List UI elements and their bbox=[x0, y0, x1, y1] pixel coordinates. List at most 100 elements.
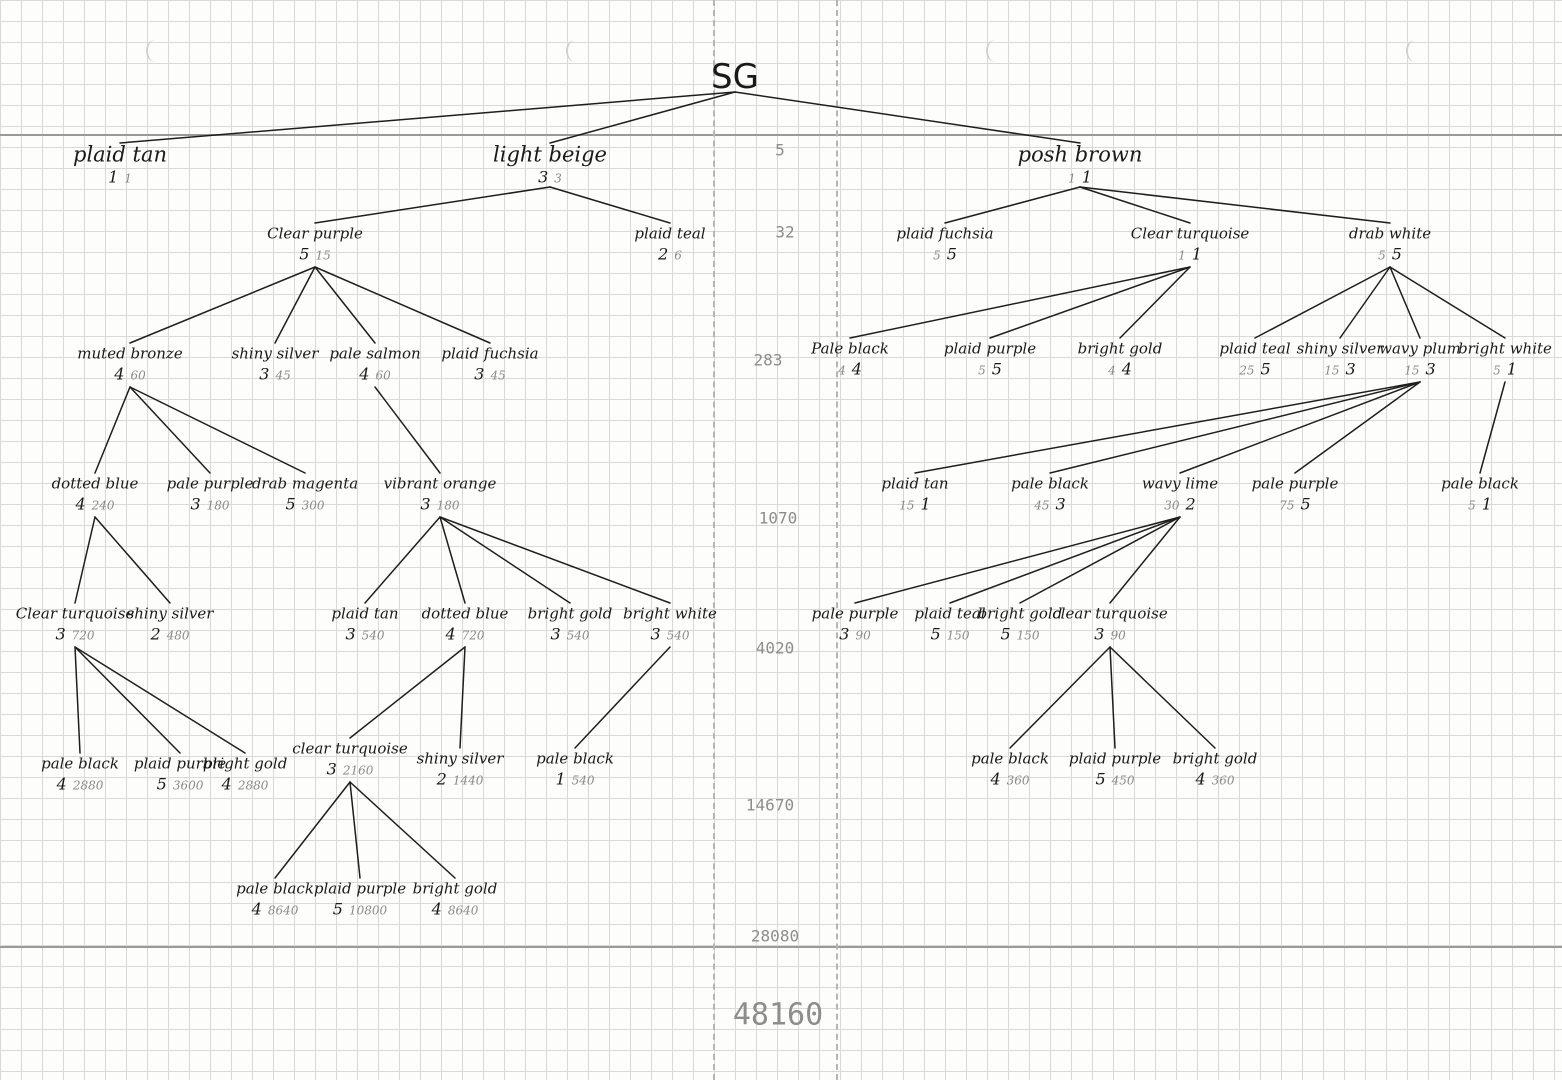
node-total: 240 bbox=[91, 498, 115, 513]
node-total: 30 bbox=[1164, 498, 1180, 513]
node-total: 5 bbox=[1468, 498, 1476, 513]
node-quantity: 1 bbox=[1081, 167, 1092, 187]
node-quantity: 4 bbox=[431, 899, 442, 919]
node-name: pale black bbox=[971, 749, 1049, 768]
node-total: 180 bbox=[436, 498, 460, 513]
node-name: Clear purple bbox=[267, 224, 363, 243]
node-quantity: 3 bbox=[345, 624, 356, 644]
column-sum: 14670 bbox=[745, 795, 795, 815]
node-quantity: 4 bbox=[1121, 359, 1132, 379]
tree-edge bbox=[129, 386, 211, 474]
tree-edge bbox=[549, 91, 736, 144]
node-total: 5 bbox=[1493, 363, 1501, 378]
node-name: pale purple bbox=[811, 604, 899, 623]
node-total: 5 bbox=[1378, 248, 1386, 263]
node-total: 150 bbox=[1016, 628, 1040, 643]
node-name: shiny silver bbox=[1296, 339, 1384, 358]
node-quantity: 4 bbox=[114, 364, 125, 384]
node-name: pale salmon bbox=[329, 344, 421, 363]
node-name: bright white bbox=[623, 604, 717, 623]
node-quantity: 3 bbox=[839, 624, 850, 644]
node-quantity: 4 bbox=[851, 359, 862, 379]
node-total: 360 bbox=[1006, 773, 1030, 788]
node-total: 45 bbox=[1034, 498, 1050, 513]
node-total: 4 bbox=[838, 363, 846, 378]
tree-edge bbox=[94, 386, 131, 474]
node-quantity: 4 bbox=[75, 494, 86, 514]
node-quantity: 4 bbox=[990, 769, 1001, 789]
node-total: 2160 bbox=[342, 763, 374, 778]
node-quantity: 2 bbox=[436, 769, 447, 789]
tree-edge bbox=[74, 646, 246, 754]
node-total: 45 bbox=[490, 368, 506, 383]
node-name: shiny silver bbox=[126, 604, 214, 623]
node-quantity: 3 bbox=[1055, 494, 1066, 514]
node-name: dotted blue bbox=[51, 474, 139, 493]
node-total: 15 bbox=[1404, 363, 1420, 378]
node-total: 480 bbox=[166, 628, 190, 643]
tree-edge bbox=[1019, 516, 1181, 604]
tree-edge bbox=[1119, 266, 1191, 339]
tree-edge bbox=[314, 266, 491, 344]
node-quantity: 3 bbox=[650, 624, 661, 644]
node-total: 300 bbox=[301, 498, 325, 513]
node-name: plaid teal bbox=[634, 224, 706, 243]
node-name: Clear turquoise bbox=[1130, 224, 1250, 243]
node-total: 15 bbox=[1324, 363, 1340, 378]
node-total: 540 bbox=[361, 628, 385, 643]
tree-edge bbox=[74, 646, 181, 754]
node-name: bright gold bbox=[1077, 339, 1163, 358]
tree-edge bbox=[1079, 186, 1191, 224]
node-name: plaid purple bbox=[313, 879, 407, 898]
node-quantity: 5 bbox=[991, 359, 1002, 379]
tree-edge bbox=[274, 781, 351, 879]
node-quantity: 3 bbox=[1425, 359, 1436, 379]
node-quantity: 4 bbox=[221, 774, 232, 794]
node-quantity: 5 bbox=[332, 899, 343, 919]
node-total: 540 bbox=[571, 773, 595, 788]
tree-edge bbox=[439, 516, 571, 604]
node-total: 1440 bbox=[452, 773, 484, 788]
node-name: pale black bbox=[1441, 474, 1519, 493]
tree-edge bbox=[74, 646, 81, 754]
node-quantity: 3 bbox=[474, 364, 485, 384]
node-total: 6 bbox=[674, 248, 682, 263]
punch-hole bbox=[566, 40, 584, 62]
node-total: 720 bbox=[461, 628, 485, 643]
node-total: 8640 bbox=[267, 903, 299, 918]
tree-edge bbox=[94, 516, 171, 604]
punch-hole bbox=[986, 40, 1004, 62]
node-name: wavy lime bbox=[1141, 474, 1219, 493]
node-name: bright gold bbox=[527, 604, 613, 623]
node-quantity: 3 bbox=[190, 494, 201, 514]
tree-edge bbox=[949, 516, 1181, 604]
tree-edge bbox=[129, 386, 306, 474]
tree-edge bbox=[1254, 266, 1391, 339]
tree-edge bbox=[1109, 646, 1216, 749]
node-name: bright gold bbox=[977, 604, 1063, 623]
node-total: 540 bbox=[566, 628, 590, 643]
node-quantity: 3 bbox=[538, 167, 549, 187]
tree-edge bbox=[349, 781, 361, 879]
node-total: 90 bbox=[855, 628, 871, 643]
node-total: 5 bbox=[933, 248, 941, 263]
column-sum: 28080 bbox=[750, 926, 800, 946]
node-total: 2880 bbox=[237, 778, 269, 793]
